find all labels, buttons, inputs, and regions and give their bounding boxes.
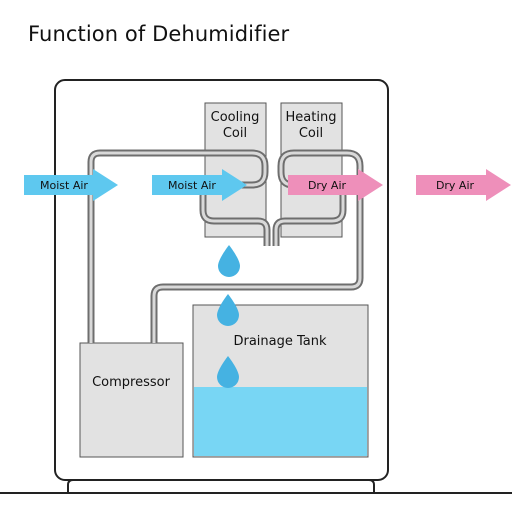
heating-coil-label-line1: Heating [286,110,337,125]
moist-air-inner-label: Moist Air [168,179,216,192]
compressor-label: Compressor [92,375,171,390]
unit-base [67,479,375,493]
water-droplet-icon [217,294,239,326]
heating-coil-label-line2: Coil [299,126,323,141]
tank-water [194,387,367,456]
moist-air-inner-arrow [152,169,247,201]
drainage-tank-label: Drainage Tank [233,334,327,349]
dry-air-inner-arrow [288,169,383,201]
dry-air-outlet-arrow [416,169,511,201]
compressor-box [79,342,184,458]
moist-air-inlet-label: Moist Air [40,179,88,192]
cooling-coil-label-line2: Coil [223,126,247,141]
dry-air-inner-label: Dry Air [308,179,347,192]
water-droplet-icon [218,245,240,277]
moist-air-inlet-arrow [24,169,118,201]
diagram-title: Function of Dehumidifier [28,22,290,46]
cooling-coil-box [204,102,267,238]
heating-coil-box [280,102,343,238]
dry-air-outlet-label: Dry Air [436,179,475,192]
water-droplet-icon [217,356,239,388]
cooling-coil-label-line1: Cooling [211,110,260,125]
